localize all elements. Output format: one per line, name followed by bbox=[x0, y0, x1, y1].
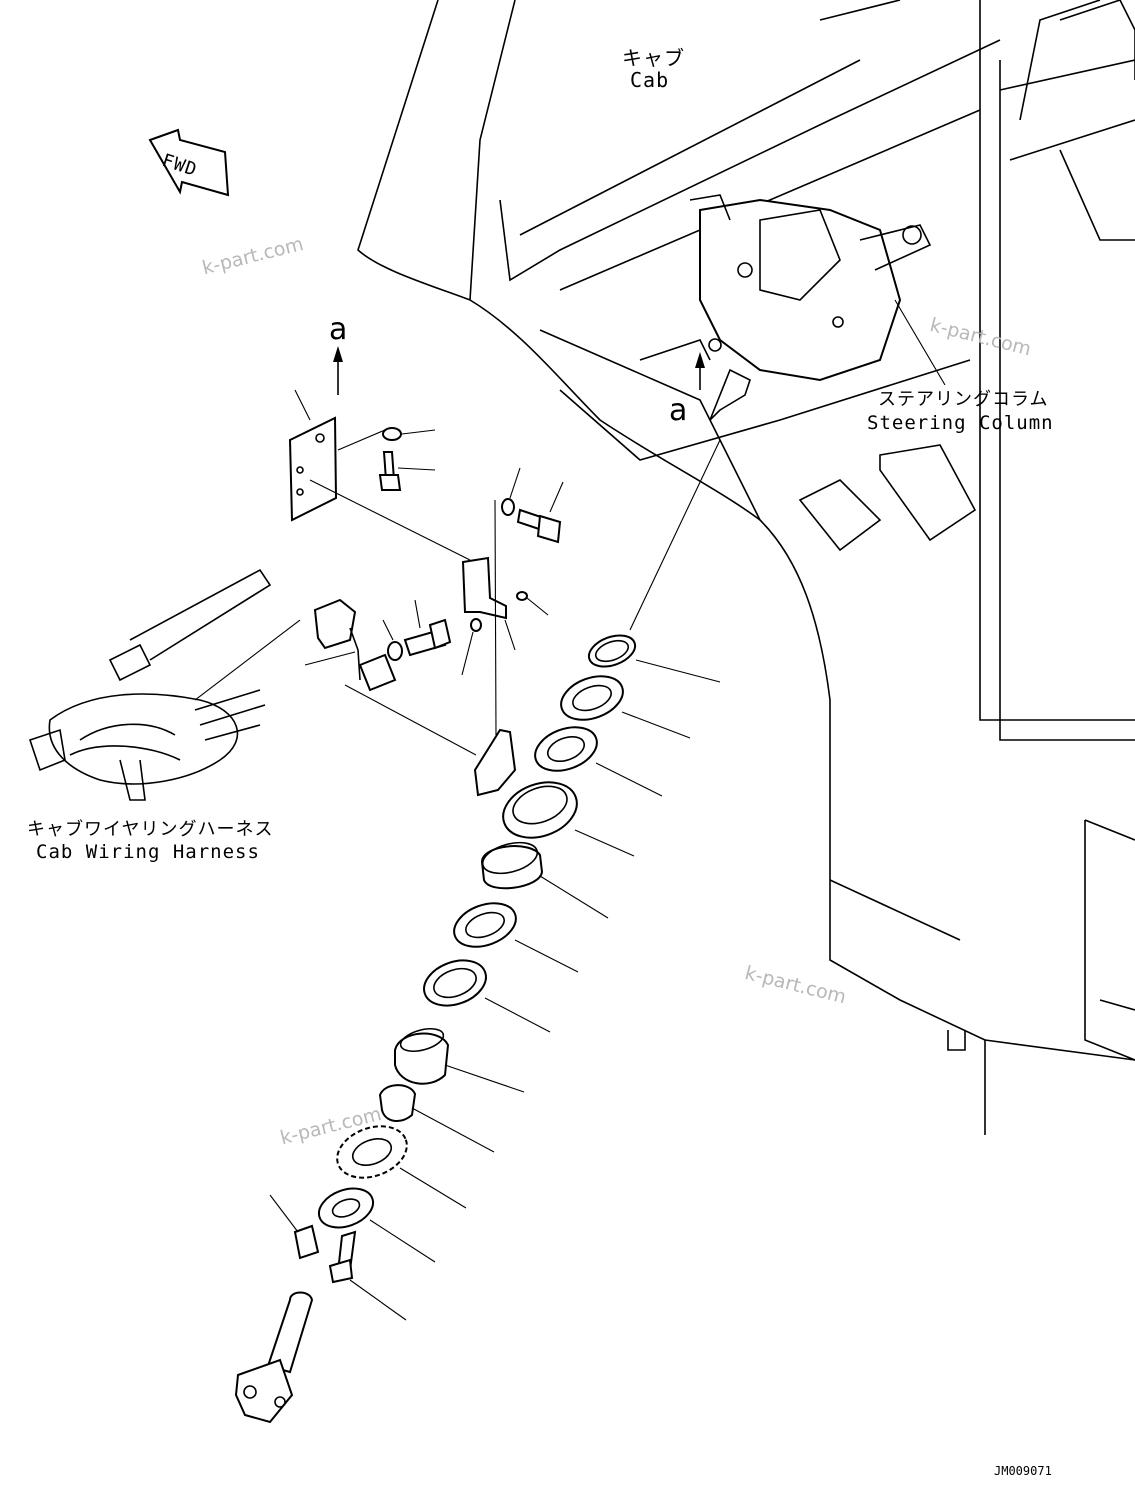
flange-plate bbox=[317, 1187, 436, 1263]
bushing-small bbox=[378, 1084, 495, 1153]
wiring-harness-label-jp: キャブワイヤリングハーネス bbox=[27, 819, 274, 840]
cab-label-jp: キャブ bbox=[622, 46, 685, 70]
washer-1 bbox=[560, 675, 691, 739]
view-marker-a-left: a bbox=[329, 312, 349, 347]
flange-bolts bbox=[269, 1194, 407, 1321]
steering-column-label-en: Steering Column bbox=[867, 412, 1054, 434]
steering-column-leader bbox=[894, 299, 946, 386]
washer-4 bbox=[423, 959, 551, 1033]
boot bbox=[394, 1027, 525, 1093]
view-marker-a-right: a bbox=[669, 393, 689, 428]
position-sensor bbox=[194, 598, 397, 701]
fwd-arrow bbox=[148, 128, 230, 197]
wiring-harness-label-en: Cab Wiring Harness bbox=[36, 841, 260, 863]
cab-frame bbox=[357, 0, 1135, 1135]
snap-ring bbox=[587, 634, 721, 683]
toothed-lock-washer bbox=[336, 1125, 467, 1209]
lever-bracket bbox=[344, 684, 517, 797]
view-arrows bbox=[333, 346, 705, 395]
column-leader-line bbox=[629, 439, 721, 631]
drawing-number: JM009071 bbox=[994, 1464, 1052, 1478]
seal bbox=[480, 841, 609, 919]
washer-3 bbox=[453, 902, 579, 973]
steering-column-label-jp: ステアリングコラム bbox=[878, 389, 1049, 410]
steering-column-assembly bbox=[639, 194, 932, 421]
steering-shaft bbox=[234, 1291, 314, 1424]
fasteners bbox=[378, 427, 564, 676]
washer-2 bbox=[534, 726, 663, 797]
switch-bracket bbox=[461, 499, 516, 736]
cab-wiring-harness bbox=[28, 568, 272, 801]
mounting-bracket bbox=[288, 389, 471, 561]
bushing-large bbox=[502, 781, 635, 857]
cab-label-en: Cab bbox=[630, 68, 670, 92]
